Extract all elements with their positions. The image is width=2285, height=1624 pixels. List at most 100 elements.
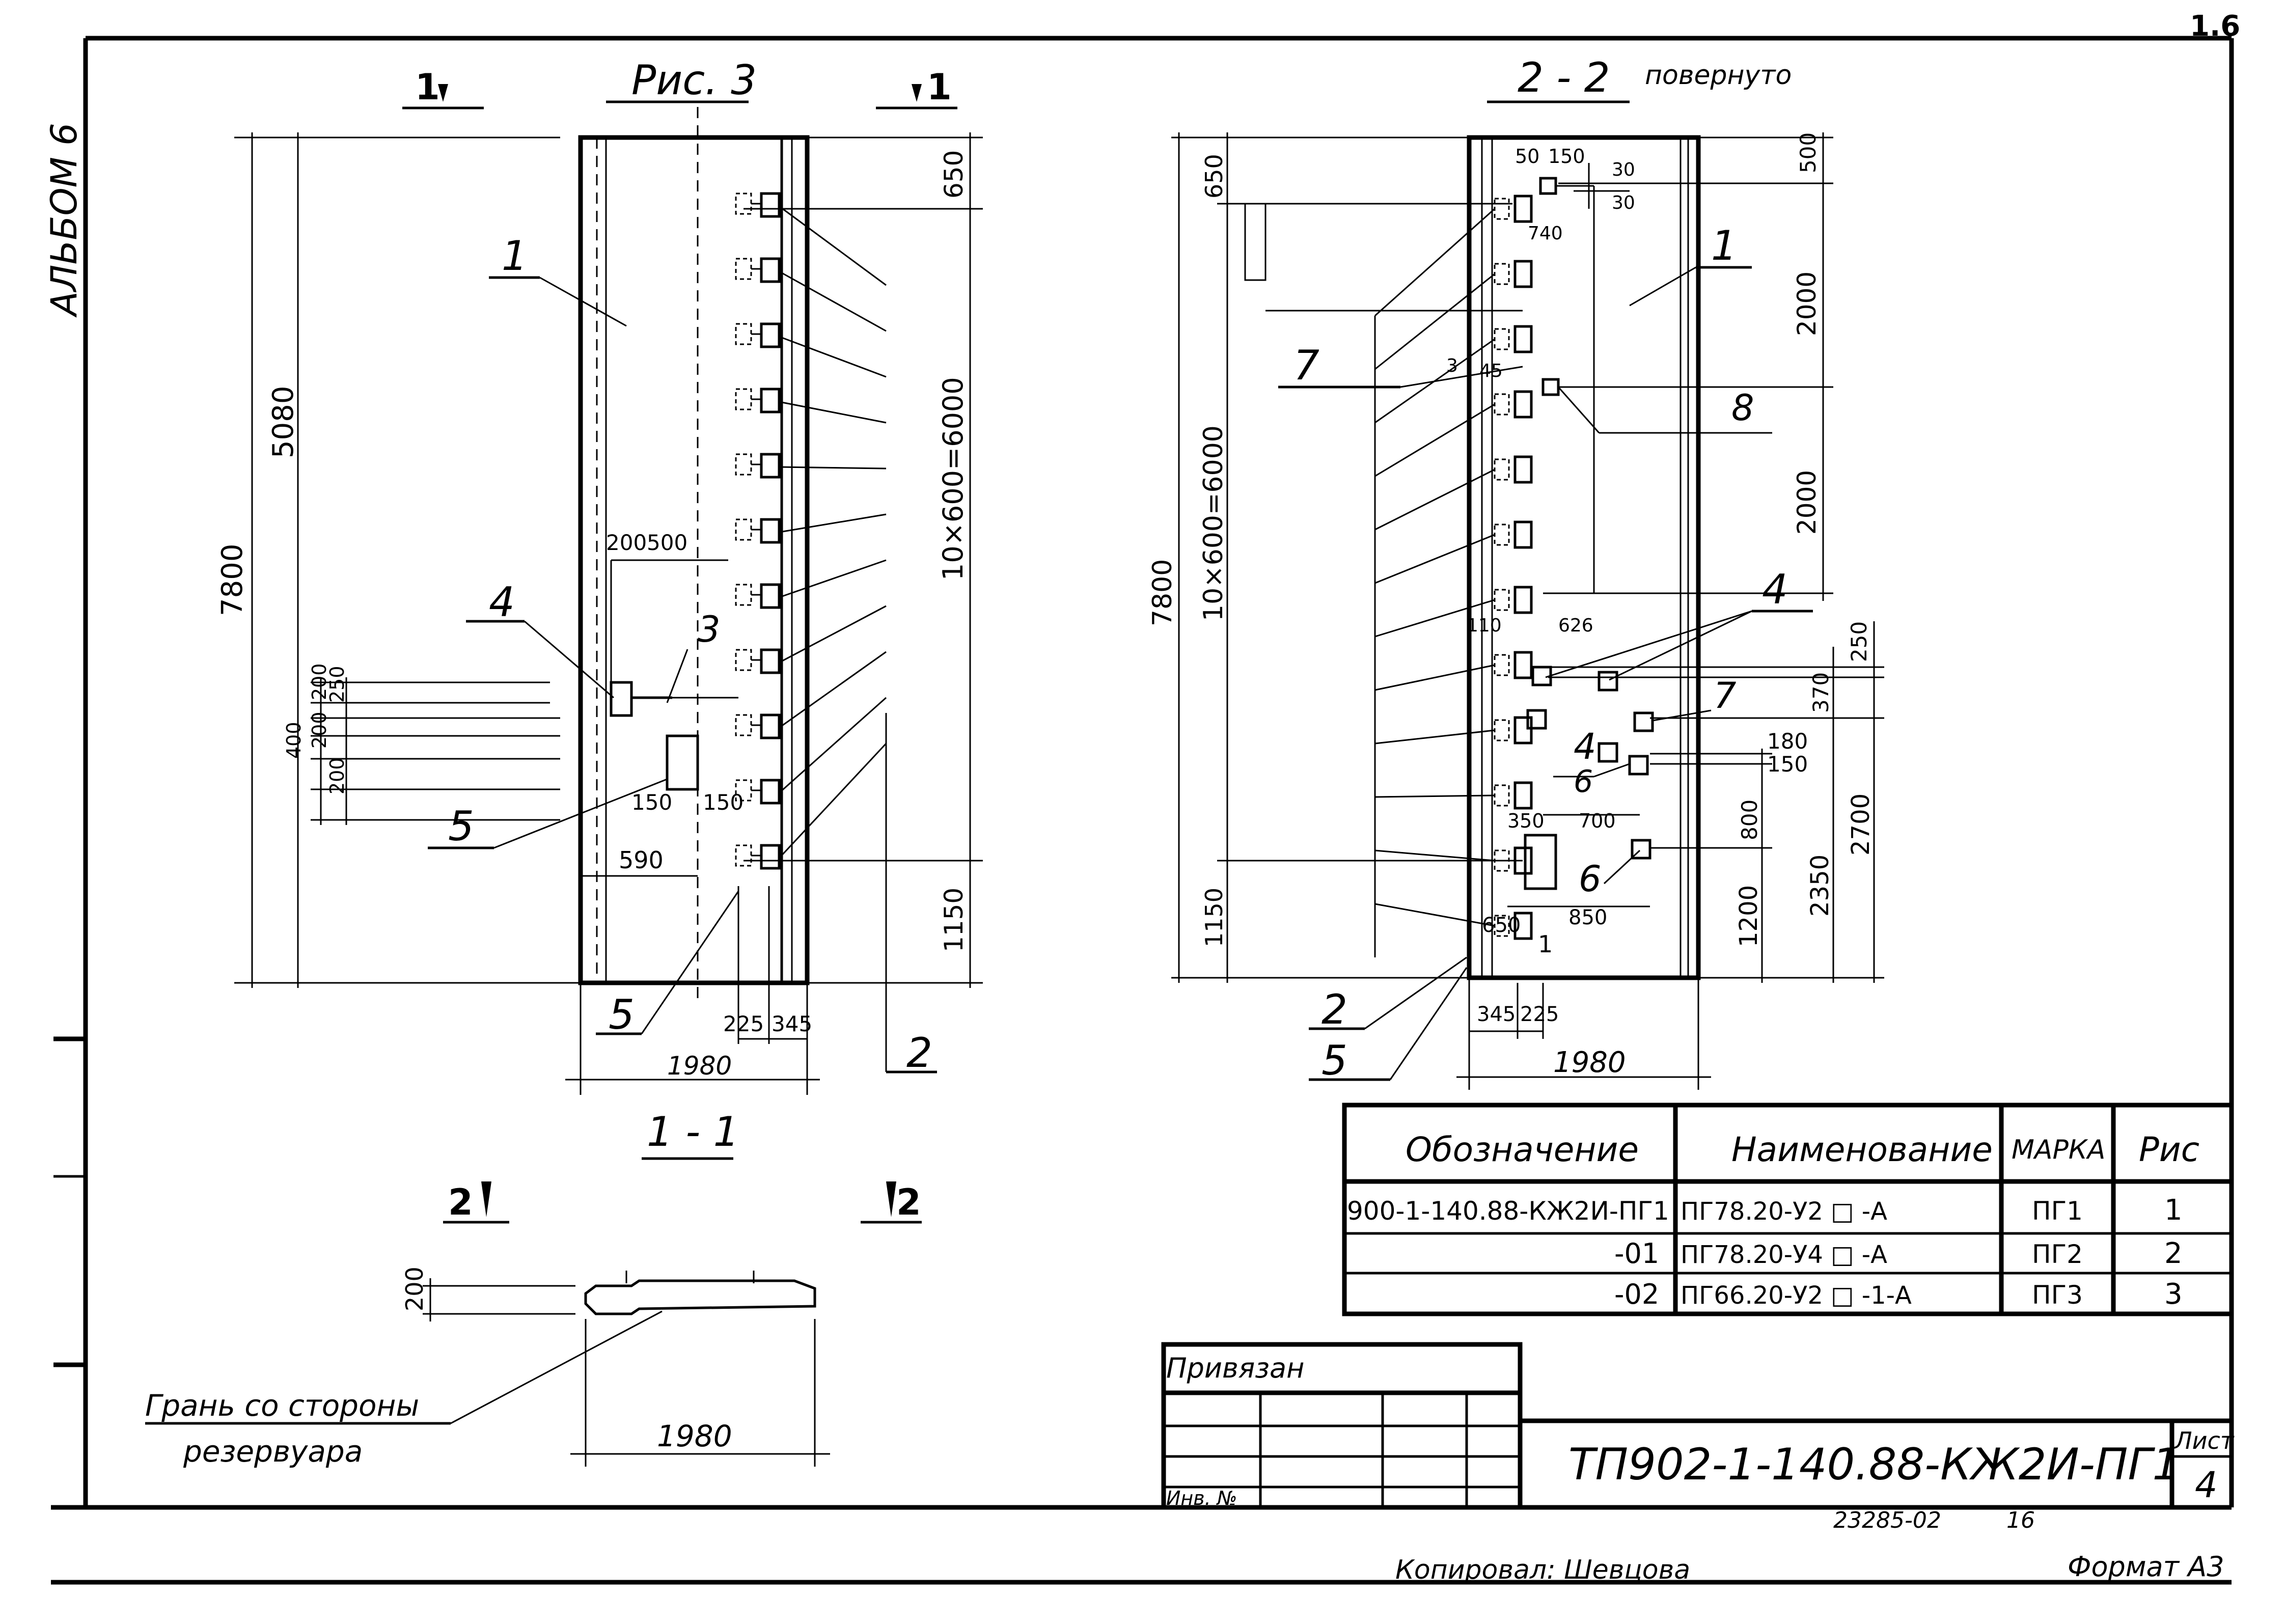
insert-plate (1513, 325, 1533, 353)
section-note-line2: резервуара (183, 1434, 363, 1469)
insert-loop (735, 388, 752, 410)
right-dim-2350: 2350 (1806, 855, 1834, 917)
spec-cell-mark: ПГ2 (2032, 1240, 2083, 1269)
copied-by: Копировал: Шевцова (1395, 1555, 1690, 1585)
left-dim-1150: 1150 (939, 888, 969, 952)
left-dim-345: 345 (772, 1011, 812, 1036)
left-dim-grid: 10×600=6000 (937, 377, 969, 581)
right-dim-370: 370 (1808, 672, 1833, 713)
format-label: Формат А3 (2068, 1551, 2224, 1583)
insert-loop (1494, 589, 1510, 611)
spec-cell-fig: 3 (2164, 1278, 2183, 1311)
spec-row: -01 ПГ78.20-У4 □ -А ПГ2 2 (1614, 1237, 2183, 1270)
right-label-7a: 7 (1293, 342, 1319, 389)
left-dim-200c: 200 (326, 757, 348, 794)
right-dim-grid: 10×600=6000 (1198, 425, 1229, 621)
archive-number: 23285-02 (1833, 1507, 1941, 1533)
insert-loop (1494, 198, 1510, 220)
left-label-1: 1 (502, 232, 528, 280)
left-label-3: 3 (698, 609, 721, 650)
left-view-title: Рис. 3 (631, 57, 757, 104)
right-label-1: 1 (1711, 222, 1737, 269)
section-1-1: 1 - 1 2 2 200 1980 Грань со стороны резе… (145, 1108, 922, 1469)
sheet-number: 4 (2195, 1464, 2218, 1506)
left-view: Рис. 3 1 1 200 500 150 150 1 (216, 57, 983, 1095)
sheet-label: Лист (2173, 1427, 2235, 1454)
right-view-title-note: повернуто (1645, 60, 1792, 91)
insert-plate (1513, 260, 1533, 288)
left-dim-200a: 200 (308, 663, 331, 700)
spec-row: 900-1-140.88-КЖ2И-ПГ1 ПГ78.20-У2 □ -А ПГ… (1347, 1194, 2183, 1227)
right-dim-626: 626 (1558, 615, 1593, 636)
insert-loop (735, 258, 752, 280)
insert-loop (735, 649, 752, 671)
right-dim-350: 350 (1507, 810, 1545, 832)
right-dim-7800: 7800 (1147, 559, 1178, 626)
left-dim-5080: 5080 (267, 386, 300, 458)
insert-loop (735, 714, 752, 736)
insert-plate (1513, 912, 1533, 940)
right-dim-850: 850 (1568, 906, 1607, 929)
insert-loop (735, 323, 752, 345)
right-label-2: 2 (1322, 986, 1347, 1033)
insert-loop (1494, 784, 1510, 807)
section-dim-1980: 1980 (657, 1419, 732, 1453)
right-label-6a: 6 (1574, 764, 1593, 800)
title-block-privyazan: Привязан (1166, 1352, 1304, 1384)
insert-loop (735, 453, 752, 476)
insert-plate (760, 648, 781, 674)
insert-plate (1513, 520, 1533, 549)
right-view: 2 - 2 повернуто 50 150 3 (1147, 54, 1884, 1090)
right-dim-345: 345 (1477, 1003, 1516, 1026)
right-dim-width: 1980 (1553, 1046, 1626, 1079)
right-dim-250: 250 (1847, 621, 1871, 662)
right-dim-50: 50 (1515, 145, 1539, 168)
spec-cell-name: ПГ78.20-У2 □ -А (1681, 1197, 1887, 1226)
right-dim-30a: 30 (1612, 159, 1635, 180)
insert-plate (1513, 195, 1533, 223)
right-dim-30b: 30 (1612, 192, 1635, 213)
spec-cell-fig: 2 (2164, 1237, 2183, 1270)
insert-plate (1513, 781, 1533, 810)
left-insert-column (735, 192, 781, 870)
right-dim-500: 500 (1796, 132, 1821, 173)
left-label-4: 4 (489, 579, 515, 626)
left-dim-7800: 7800 (216, 543, 249, 616)
insert-loop (1494, 524, 1510, 546)
insert-plate (760, 192, 781, 218)
right-view-title: 2 - 2 (1518, 54, 1610, 101)
insert-plate (1513, 651, 1533, 679)
left-stacked-dims: 200 250 400 200 200 (283, 663, 560, 825)
left-label-5a: 5 (448, 803, 474, 850)
left-dim-width: 1980 (667, 1051, 732, 1081)
insert-plate (760, 388, 781, 414)
right-dim-150top: 150 (1548, 145, 1585, 168)
right-dim-225: 225 (1520, 1003, 1559, 1026)
spec-row: -02 ПГ66.20-У2 □ -1-А ПГ3 3 (1614, 1278, 2183, 1311)
insert-plate (1513, 586, 1533, 614)
sheet-frame (51, 36, 2234, 1585)
left-cut-mark-left: 1 (415, 66, 440, 108)
insert-plate (1513, 455, 1533, 484)
spec-header-name: Наименование (1731, 1130, 1993, 1169)
page-corner-mark: 1.6 (2190, 10, 2240, 43)
insert-loop (1494, 719, 1510, 741)
right-label-1b: 1 (1538, 930, 1553, 958)
left-dim-225: 225 (723, 1011, 764, 1036)
insert-loop (735, 518, 752, 541)
right-dim-1200: 1200 (1735, 885, 1763, 947)
insert-loop (1494, 328, 1510, 350)
insert-plate (760, 844, 781, 870)
right-dim-110: 110 (1467, 615, 1502, 636)
spec-cell-designation: 900-1-140.88-КЖ2И-ПГ1 (1347, 1196, 1669, 1226)
spec-header-fig: Рис (2139, 1130, 2199, 1169)
right-dim-150: 150 (1767, 752, 1808, 777)
spec-header-mark: МАРКА (2012, 1135, 2105, 1165)
insert-plate (760, 583, 781, 609)
insert-loop (1494, 654, 1510, 676)
spec-cell-fig: 1 (2164, 1194, 2183, 1227)
right-dim-650: 650 (1482, 914, 1521, 937)
left-label-5b: 5 (609, 991, 635, 1038)
left-label-2: 2 (906, 1029, 932, 1077)
